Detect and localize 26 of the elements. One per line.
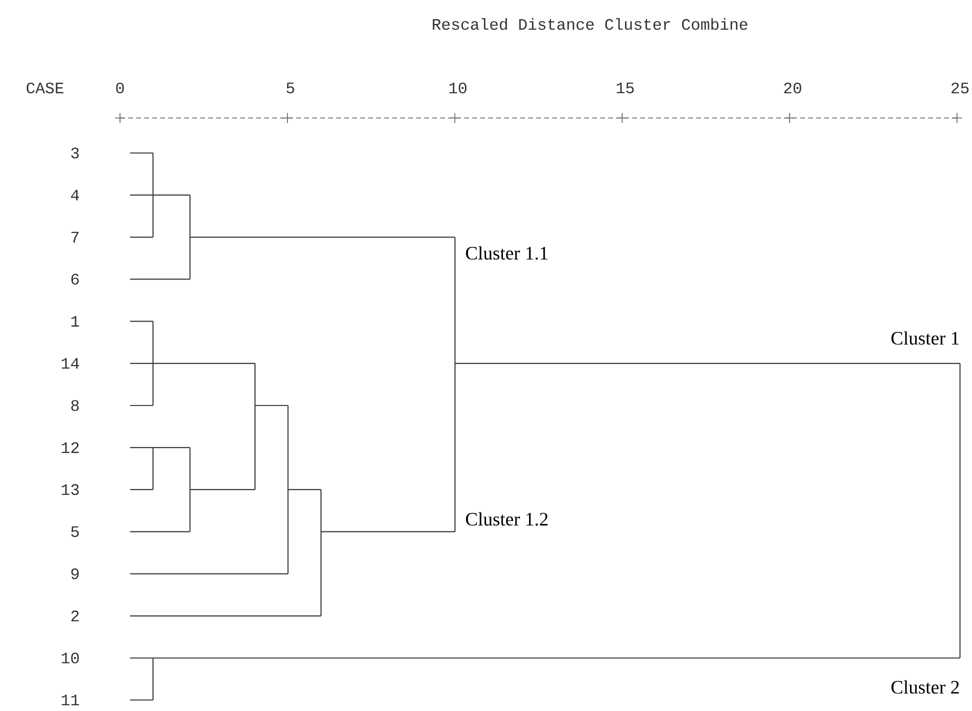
case-label: 9 [71,568,79,580]
case-label: 6 [71,274,79,285]
case-label: 10 [62,652,79,664]
case-label: 7 [71,232,79,242]
case-label: 4 [71,190,79,200]
case-label: 13 [62,484,79,496]
case-label: 8 [71,400,79,411]
cluster-label: Cluster 1.2 [466,512,548,526]
tick-label: 5 [286,82,294,94]
case-label: 14 [62,358,79,369]
case-label: 2 [71,610,79,622]
axis-title: CASE [26,82,64,94]
tick-label: 25 [952,82,969,94]
case-label: 3 [71,148,79,158]
case-label: 12 [62,442,79,453]
chart-title: Rescaled Distance Cluster Combine [432,18,748,30]
tick-label: 15 [616,82,634,94]
cluster-label: Cluster 2 [891,680,959,694]
tick-label: 10 [449,82,466,94]
cluster-label: Cluster 1 [891,331,959,345]
case-label: 1 [71,316,80,327]
cluster-label: Cluster 1.1 [466,246,548,260]
case-label: 5 [71,526,79,538]
case-label: 11 [62,694,80,706]
tick-label: 20 [784,82,802,94]
tick-label: 0 [116,82,124,94]
